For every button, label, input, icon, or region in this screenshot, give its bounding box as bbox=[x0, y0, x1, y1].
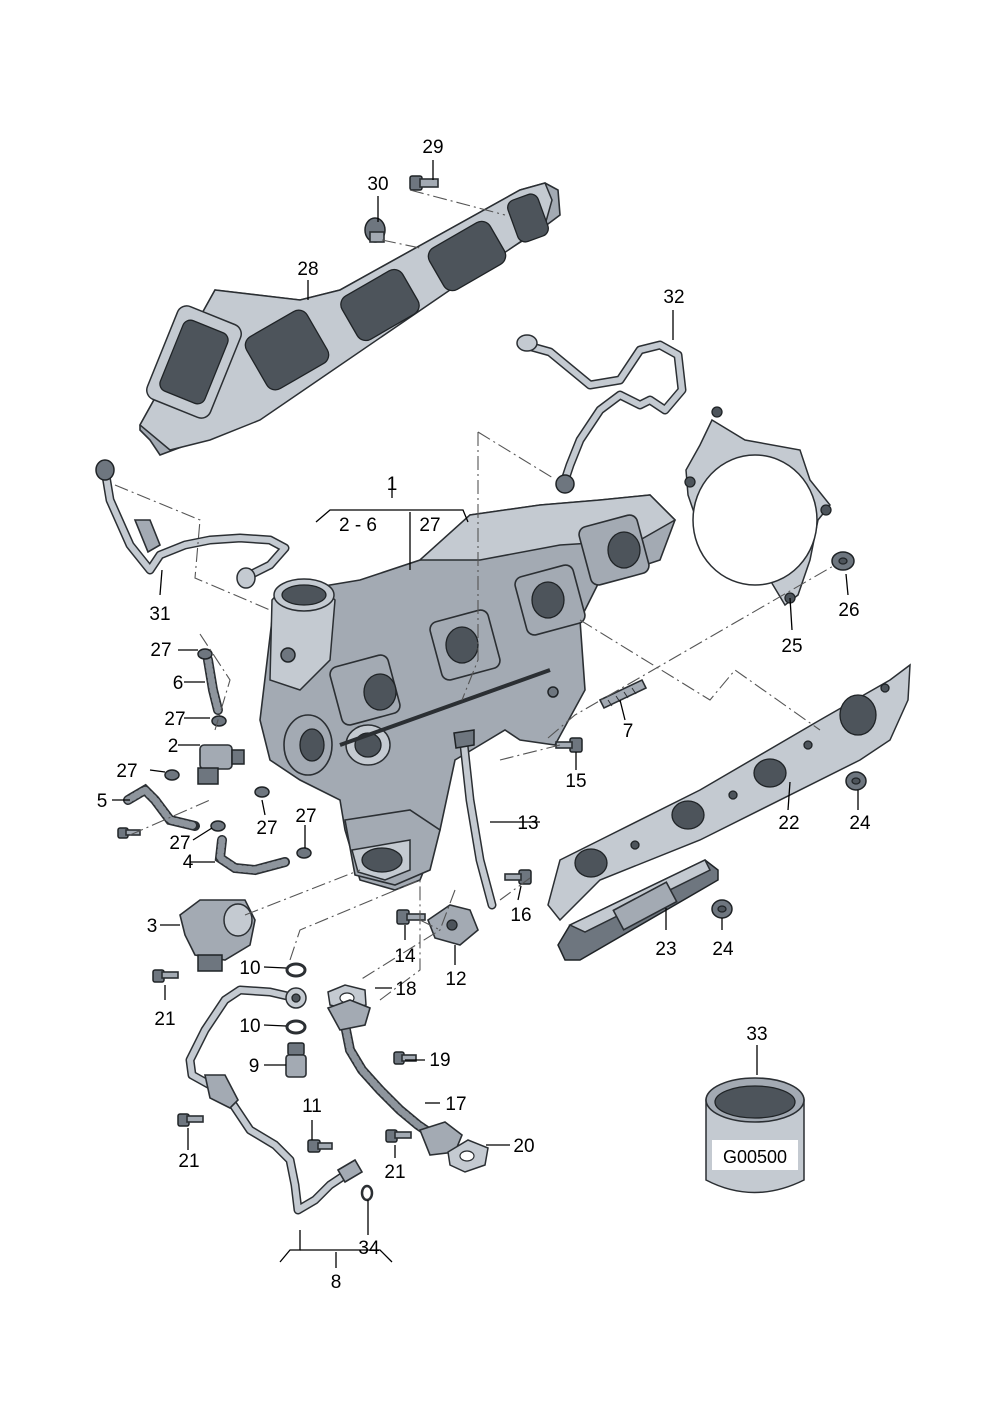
label-27-top: 27 bbox=[419, 515, 440, 536]
label-10-upper: 10 bbox=[239, 958, 260, 979]
nut-part-24-upper[interactable] bbox=[845, 771, 867, 791]
valve-part-2[interactable] bbox=[197, 744, 245, 785]
label-14: 14 bbox=[394, 946, 416, 967]
turbocharger-manifold-part-1[interactable] bbox=[259, 494, 677, 891]
label-19: 19 bbox=[429, 1050, 450, 1071]
clamp-part-27-b[interactable] bbox=[211, 715, 227, 727]
label-2: 2 bbox=[168, 736, 179, 757]
label-20: 20 bbox=[513, 1136, 534, 1157]
label-3: 3 bbox=[147, 916, 158, 937]
label-28: 28 bbox=[297, 259, 318, 280]
label-13: 13 bbox=[517, 813, 538, 834]
part-labels: 29 30 28 32 1 2 - 6 27 31 25 26 27 6 27 … bbox=[97, 137, 871, 1293]
label-4: 4 bbox=[183, 852, 194, 873]
bolt-part-11[interactable] bbox=[307, 1139, 333, 1153]
label-12: 12 bbox=[445, 969, 466, 990]
label-11: 11 bbox=[302, 1096, 322, 1117]
label-9: 9 bbox=[249, 1056, 260, 1077]
label-30: 30 bbox=[367, 174, 388, 195]
bolt-part-21-b[interactable] bbox=[177, 1113, 204, 1127]
bolt-part-29[interactable] bbox=[409, 175, 439, 191]
bolt-part-16[interactable] bbox=[504, 869, 532, 885]
label-1: 1 bbox=[387, 474, 398, 495]
label-27-a: 27 bbox=[150, 640, 171, 661]
bolt-part-19[interactable] bbox=[393, 1051, 417, 1065]
clamp-part-27-f[interactable] bbox=[296, 847, 312, 859]
label-17: 17 bbox=[445, 1094, 466, 1115]
bolt-part-21-a[interactable] bbox=[152, 969, 179, 983]
washer-part-10-lower[interactable] bbox=[285, 1019, 307, 1035]
clamp-part-27-d[interactable] bbox=[210, 820, 226, 832]
label-2-6: 2 - 6 bbox=[339, 515, 377, 536]
nut-part-24-lower[interactable] bbox=[711, 899, 733, 919]
nut-part-26[interactable] bbox=[831, 551, 855, 571]
label-27-e: 27 bbox=[256, 818, 277, 839]
o-ring-part-34[interactable] bbox=[360, 1184, 374, 1202]
sealant-can-part-33[interactable]: G00500 bbox=[705, 1077, 805, 1194]
hose-part-4[interactable] bbox=[214, 835, 290, 876]
pressure-sensor-part-3[interactable] bbox=[179, 899, 256, 972]
label-27-b: 27 bbox=[164, 709, 185, 730]
drain-pipe-part-17[interactable] bbox=[326, 999, 463, 1156]
alignment-lines bbox=[114, 189, 836, 1001]
label-27-f: 27 bbox=[295, 806, 316, 827]
label-26: 26 bbox=[838, 600, 859, 621]
oil-pipe-part-31[interactable] bbox=[95, 459, 290, 589]
label-18: 18 bbox=[395, 979, 416, 1000]
label-8: 8 bbox=[331, 1272, 342, 1293]
bolt-small-near-5[interactable] bbox=[117, 827, 141, 839]
clamp-part-27-a[interactable] bbox=[197, 648, 213, 660]
leader-lines bbox=[112, 160, 859, 1268]
label-23: 23 bbox=[655, 939, 676, 960]
bolt-part-30[interactable] bbox=[364, 217, 386, 243]
label-29: 29 bbox=[422, 137, 443, 158]
flange-part-12[interactable] bbox=[427, 904, 479, 946]
bolt-part-14[interactable] bbox=[396, 909, 426, 925]
label-6: 6 bbox=[173, 673, 184, 694]
bolt-part-21-c[interactable] bbox=[385, 1129, 412, 1143]
label-21-a: 21 bbox=[154, 1009, 175, 1030]
label-15: 15 bbox=[565, 771, 586, 792]
label-27-d: 27 bbox=[169, 833, 190, 854]
label-16: 16 bbox=[510, 905, 531, 926]
label-27-c: 27 bbox=[116, 761, 137, 782]
coolant-pipe-part-32[interactable] bbox=[516, 334, 687, 494]
label-24-upper: 24 bbox=[849, 813, 871, 834]
label-21-c: 21 bbox=[384, 1162, 405, 1183]
can-label-text: G00500 bbox=[723, 1147, 787, 1167]
label-5: 5 bbox=[97, 791, 108, 812]
label-31: 31 bbox=[149, 604, 170, 625]
label-21-b: 21 bbox=[178, 1151, 199, 1172]
clamp-part-27-c[interactable] bbox=[164, 769, 180, 781]
stud-part-7[interactable] bbox=[598, 678, 648, 710]
oil-feed-line-part-8[interactable] bbox=[185, 985, 364, 1215]
heat-shield-part-28[interactable] bbox=[139, 182, 561, 456]
manifold-gasket-part-22[interactable] bbox=[547, 663, 911, 922]
clamp-part-27-e[interactable] bbox=[254, 786, 270, 798]
hose-part-5[interactable] bbox=[123, 783, 200, 831]
label-22: 22 bbox=[778, 813, 799, 834]
label-24-lower: 24 bbox=[712, 939, 734, 960]
label-25: 25 bbox=[781, 636, 802, 657]
gasket-part-20[interactable] bbox=[447, 1139, 489, 1173]
label-32: 32 bbox=[663, 287, 684, 308]
label-7: 7 bbox=[623, 721, 634, 742]
label-33: 33 bbox=[746, 1024, 767, 1045]
banjo-bolt-part-9[interactable] bbox=[285, 1042, 307, 1078]
label-10-lower: 10 bbox=[239, 1016, 260, 1037]
bracket-part-23[interactable] bbox=[557, 859, 719, 961]
washer-part-10-upper[interactable] bbox=[285, 962, 307, 978]
label-34: 34 bbox=[358, 1238, 380, 1259]
hose-part-6[interactable] bbox=[203, 655, 223, 715]
gasket-part-25[interactable] bbox=[684, 406, 832, 607]
oil-return-part-13[interactable] bbox=[453, 729, 497, 910]
